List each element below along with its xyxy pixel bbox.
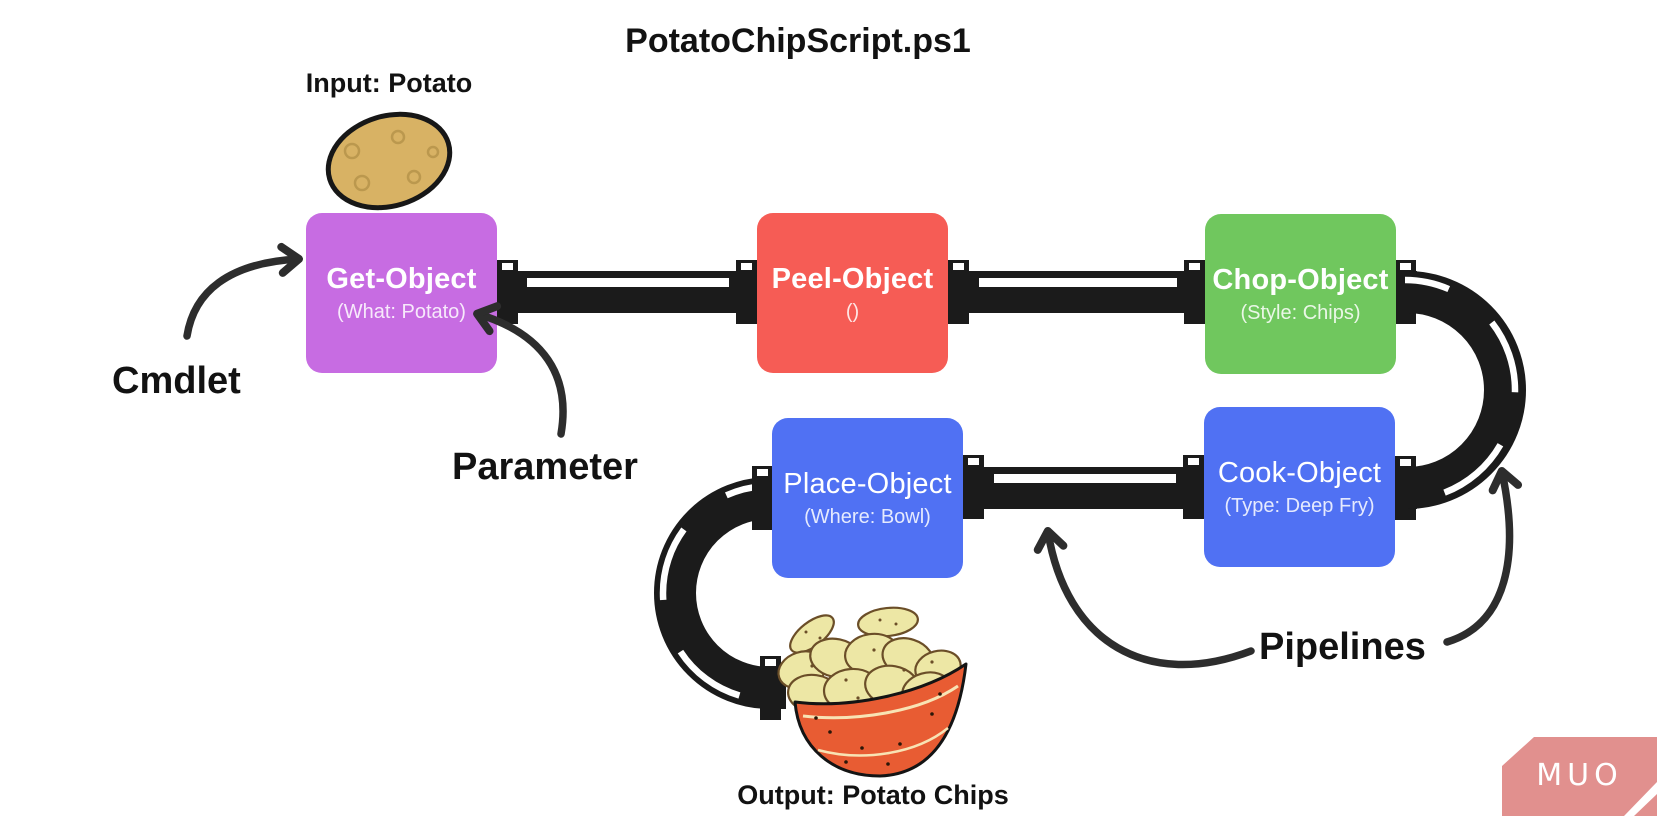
box-title: Cook-Object bbox=[1217, 456, 1382, 489]
pipe-cook-place bbox=[963, 455, 1205, 519]
box-get-object: Get-Object (What: Potato) bbox=[306, 213, 497, 373]
box-subtitle: (Style: Chips) bbox=[1240, 301, 1361, 324]
uturn-right-pipe bbox=[1393, 260, 1526, 520]
pipe-get-peel bbox=[497, 260, 757, 324]
parameter-label: Parameter bbox=[452, 446, 638, 488]
box-subtitle: () bbox=[845, 300, 860, 323]
cmdlet-arrow bbox=[183, 242, 303, 340]
box-subtitle: (Type: Deep Fry) bbox=[1224, 494, 1375, 517]
output-label: Output: Potato Chips bbox=[737, 780, 1009, 810]
box-subtitle: (Where: Bowl) bbox=[804, 505, 931, 528]
pipelines-label: Pipelines bbox=[1259, 626, 1426, 668]
box-chop-object: Chop-Object (Style: Chips) bbox=[1205, 214, 1396, 374]
muo-logo-text: MUO bbox=[1536, 757, 1623, 793]
box-title: Get-Object bbox=[326, 262, 477, 295]
box-title: Place-Object bbox=[783, 467, 952, 500]
box-title: Peel-Object bbox=[771, 262, 934, 295]
box-place-object: Place-Object (Where: Bowl) bbox=[772, 418, 963, 578]
potato-icon bbox=[325, 111, 453, 211]
cmdlet-label: Cmdlet bbox=[112, 360, 241, 402]
pipelines-arrow-right bbox=[1443, 467, 1523, 646]
box-peel-object: Peel-Object () bbox=[757, 213, 948, 373]
bowl-of-potato-chips-icon bbox=[777, 606, 968, 778]
pipe-peel-chop bbox=[948, 260, 1206, 324]
page-title: PotatoChipScript.ps1 bbox=[625, 22, 971, 60]
box-subtitle: (What: Potato) bbox=[337, 300, 466, 323]
box-cook-object: Cook-Object (Type: Deep Fry) bbox=[1204, 407, 1395, 567]
box-title: Chop-Object bbox=[1212, 263, 1389, 296]
input-label: Input: Potato bbox=[305, 68, 473, 98]
